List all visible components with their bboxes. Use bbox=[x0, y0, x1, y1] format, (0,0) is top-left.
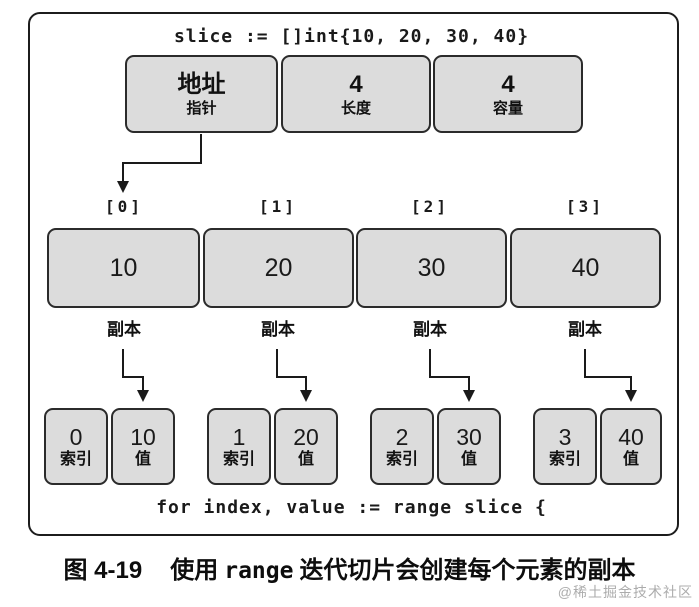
copy-label-2: 副本 bbox=[413, 320, 447, 339]
length-box-label: 长度 bbox=[340, 100, 371, 118]
copy-index-number-2: 2 bbox=[395, 423, 409, 450]
copy-value-number-1: 20 bbox=[293, 423, 319, 450]
copy-index-number-0: 0 bbox=[69, 423, 83, 450]
element-value-3: 40 bbox=[571, 253, 600, 282]
slice-header-length-box: 4 长度 bbox=[281, 55, 431, 133]
copy-index-caption-2: 索引 bbox=[385, 451, 418, 469]
copy-value-caption-2: 值 bbox=[460, 451, 477, 469]
copy-label-0: 副本 bbox=[107, 320, 141, 339]
pointer-box-label: 指针 bbox=[186, 100, 217, 118]
caption-code-word: range bbox=[224, 558, 294, 584]
element-index-label-3: [3] bbox=[566, 197, 604, 216]
copy-value-number-2: 30 bbox=[456, 423, 482, 450]
copy-index-number-1: 1 bbox=[232, 423, 246, 450]
length-box-value: 4 bbox=[349, 70, 363, 98]
copy-index-caption-3: 索引 bbox=[548, 451, 581, 469]
watermark-text: @稀土掘金技术社区 bbox=[557, 584, 693, 600]
copy-label-3: 副本 bbox=[568, 320, 602, 339]
element-value-2: 30 bbox=[417, 253, 446, 282]
copy-value-box-3: 40 值 bbox=[600, 408, 662, 485]
slice-header-capacity-box: 4 容量 bbox=[433, 55, 583, 133]
copy-index-box-1: 1 索引 bbox=[207, 408, 271, 485]
capacity-box-value: 4 bbox=[501, 70, 515, 98]
slice-element-box-2: 30 bbox=[356, 228, 507, 308]
element-index-label-2: [2] bbox=[411, 197, 449, 216]
element-value-1: 20 bbox=[264, 253, 293, 282]
copy-index-caption-0: 索引 bbox=[59, 451, 92, 469]
caption-text-pre: 使用 bbox=[170, 557, 219, 584]
copy-value-box-1: 20 值 bbox=[274, 408, 338, 485]
element-index-label-1: [1] bbox=[259, 197, 297, 216]
element-value-0: 10 bbox=[109, 253, 138, 282]
copy-index-box-0: 0 索引 bbox=[44, 408, 108, 485]
copy-value-box-2: 30 值 bbox=[437, 408, 501, 485]
copy-index-box-2: 2 索引 bbox=[370, 408, 434, 485]
slice-element-box-0: 10 bbox=[47, 228, 200, 308]
copy-index-number-3: 3 bbox=[558, 423, 572, 450]
copy-index-box-3: 3 索引 bbox=[533, 408, 597, 485]
slice-element-box-1: 20 bbox=[203, 228, 354, 308]
copy-value-number-3: 40 bbox=[618, 423, 644, 450]
slice-declaration-code: slice := []int{10, 20, 30, 40} bbox=[173, 26, 530, 47]
range-loop-code: for index, value := range slice { bbox=[156, 497, 547, 518]
capacity-box-label: 容量 bbox=[492, 100, 523, 118]
slice-element-box-3: 40 bbox=[510, 228, 661, 308]
copy-label-1: 副本 bbox=[261, 320, 295, 339]
slice-header-pointer-box: 地址 指针 bbox=[125, 55, 278, 133]
copy-value-number-0: 10 bbox=[130, 423, 156, 450]
figure-number: 图 4-19 bbox=[63, 557, 143, 584]
caption-text-post: 迭代切片会创建每个元素的副本 bbox=[299, 557, 636, 584]
copy-value-caption-0: 值 bbox=[134, 451, 151, 469]
copy-value-caption-3: 值 bbox=[622, 451, 639, 469]
copy-value-box-0: 10 值 bbox=[111, 408, 175, 485]
element-index-label-0: [0] bbox=[105, 197, 143, 216]
copy-value-caption-1: 值 bbox=[297, 451, 314, 469]
pointer-box-value: 地址 bbox=[177, 70, 226, 98]
copy-index-caption-1: 索引 bbox=[222, 451, 255, 469]
